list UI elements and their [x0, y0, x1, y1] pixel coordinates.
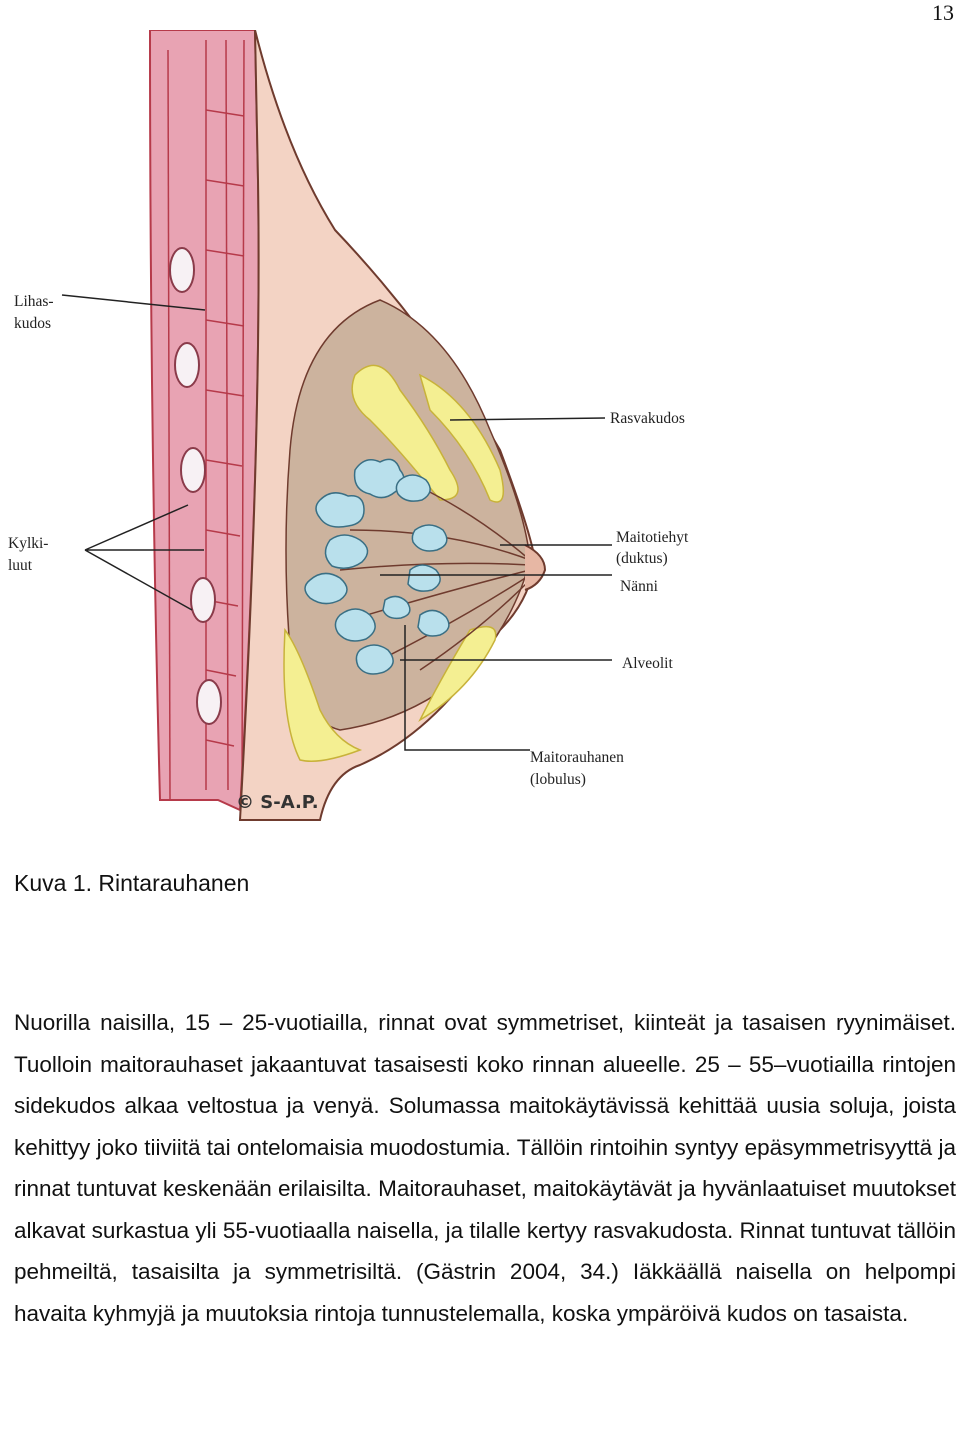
rib	[196, 679, 222, 725]
page-number: 13	[932, 0, 954, 25]
rib	[190, 577, 216, 623]
body-paragraph: Nuorilla naisilla, 15 – 25-vuotiailla, r…	[14, 1010, 956, 1326]
leader-lines	[61, 294, 612, 751]
lobule	[407, 564, 441, 592]
lobule	[355, 644, 394, 675]
lobule	[382, 595, 411, 620]
rib	[169, 247, 195, 293]
lobule	[324, 534, 369, 569]
label-ribs-line2: luut	[8, 557, 33, 574]
label-muscle-line1: Lihas-	[14, 293, 54, 310]
label-lobule-line1: Maitorauhanen	[530, 749, 624, 766]
label-fat: Rasvakudos	[610, 410, 685, 427]
label-alveoli: Alveolit	[622, 655, 673, 672]
rib	[174, 342, 200, 388]
label-muscle-line2: kudos	[14, 315, 51, 332]
ribs	[169, 247, 222, 725]
label-duct-line1: Maitotiehyt	[616, 529, 689, 546]
lobule	[395, 474, 431, 502]
rib	[180, 447, 206, 493]
lobule	[304, 572, 348, 605]
lobule	[417, 609, 450, 637]
nipple	[524, 544, 547, 591]
label-duct-line2: (duktus)	[616, 550, 668, 567]
breast-anatomy-illustration: Lihas- kudos Kylki- luut Rasvakudos Mait…	[8, 30, 689, 821]
lobule	[411, 524, 448, 552]
label-lobule-line2: (lobulus)	[530, 771, 586, 788]
copyright-mark: © S-A.P.	[236, 792, 319, 813]
lobule	[334, 608, 376, 642]
muscle-striations	[167, 39, 245, 801]
label-nipple: Nänni	[620, 578, 659, 595]
lobules	[304, 458, 450, 675]
figure-caption: Kuva 1. Rintarauhanen	[14, 870, 250, 896]
breast-anatomy-figure: Lihas- kudos Kylki- luut Rasvakudos Mait…	[0, 30, 960, 830]
fat-tissue	[283, 364, 505, 762]
label-ribs-line1: Kylki-	[8, 535, 48, 552]
lobule	[315, 492, 365, 528]
